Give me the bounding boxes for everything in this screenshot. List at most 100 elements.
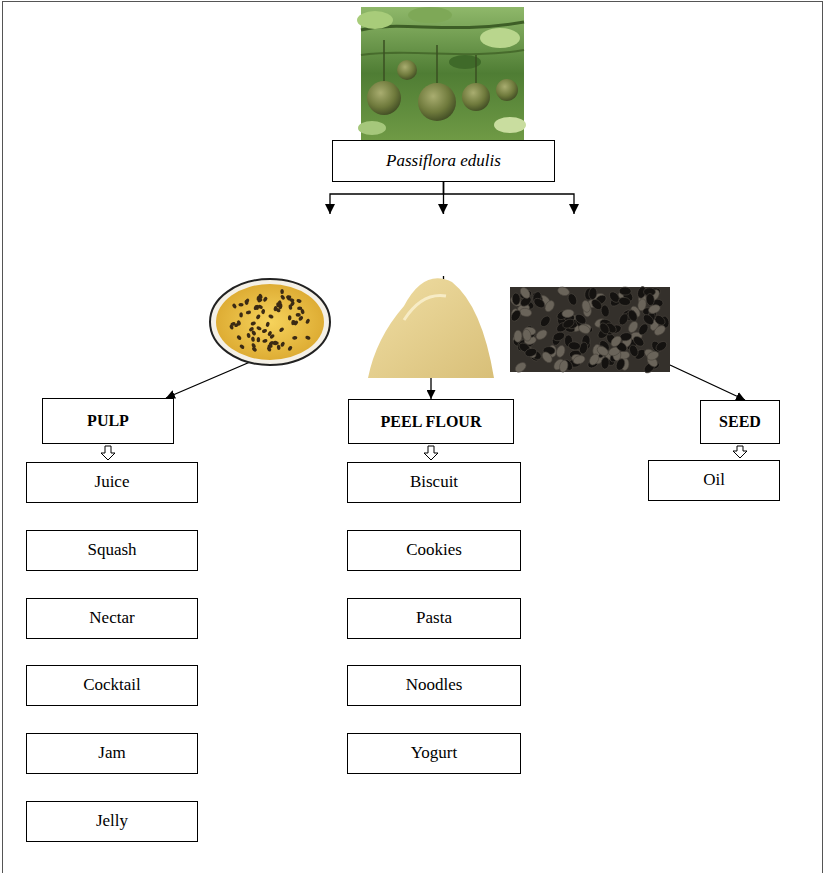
pulp-seed: [256, 295, 261, 301]
pulp-seed: [286, 295, 291, 299]
pulp-seed: [296, 298, 302, 303]
species-box: Passiflora edulis: [332, 140, 555, 182]
box-label: Yogurt: [411, 743, 457, 763]
pulp-seed: [261, 328, 267, 333]
seed-grain: [543, 299, 556, 313]
box-label: Jelly: [96, 811, 128, 831]
hollow-arrow: [424, 446, 438, 460]
pulp-seed: [236, 335, 242, 341]
seed-grain: [538, 314, 552, 328]
box-label: Nectar: [89, 608, 134, 628]
seed-grain: [555, 344, 566, 358]
product-box: Cookies: [347, 530, 521, 571]
pulp-seed: [305, 318, 311, 324]
pulp-seed: [257, 304, 263, 309]
pulp-seed: [262, 296, 268, 302]
pulp-seed: [280, 341, 286, 347]
box-label: Biscuit: [410, 472, 458, 492]
pulp-seed: [257, 337, 261, 342]
box-label: Cookies: [406, 540, 462, 560]
seed-grain: [619, 287, 631, 295]
product-box: Pasta: [347, 598, 521, 639]
box-label: Juice: [95, 472, 130, 492]
pulp-seed: [251, 343, 257, 349]
category-box: PEEL FLOUR: [348, 399, 514, 444]
category-box: SEED: [700, 400, 780, 444]
hollow-arrow: [733, 446, 747, 458]
pulp-seed: [231, 303, 237, 309]
product-box: Noodles: [347, 665, 521, 706]
seed-grain: [631, 334, 645, 348]
pulp-seed: [280, 294, 286, 300]
seeds-picture: [509, 285, 670, 374]
seed-grain: [601, 357, 610, 370]
pulp-picture: [210, 279, 330, 365]
pulp-seed: [238, 303, 243, 307]
product-box: Juice: [26, 462, 198, 503]
seed-grain: [561, 317, 575, 330]
product-box: Jelly: [26, 801, 198, 842]
pulp-seed: [273, 341, 279, 346]
box-label: Oil: [703, 470, 725, 490]
box-label: Cocktail: [83, 675, 141, 695]
flour-picture: [368, 278, 494, 378]
box-label: Noodles: [406, 675, 463, 695]
product-box: Oil: [648, 460, 780, 501]
pulp-seed: [255, 314, 261, 320]
seed-grain: [519, 307, 532, 317]
seed-grain: [512, 293, 521, 306]
pulp-seed: [267, 330, 273, 336]
arrow-head: [569, 204, 579, 214]
seed-grain: [532, 296, 546, 309]
seed-grain: [637, 298, 647, 311]
pulp-seed: [278, 327, 284, 333]
seed-grain: [558, 359, 569, 373]
seed-grain: [646, 293, 655, 306]
pulp-seed: [300, 309, 305, 315]
product-box: Biscuit: [347, 462, 521, 503]
seed-grain: [609, 334, 623, 348]
seed-grain: [540, 350, 554, 364]
pulp-seed: [276, 344, 280, 350]
seed-grain: [577, 323, 591, 335]
seed-grain: [572, 354, 586, 365]
product-box: Cocktail: [26, 665, 198, 706]
pulp-seed: [268, 314, 274, 319]
box-label: Squash: [87, 540, 136, 560]
seed-grain: [568, 341, 581, 350]
figure-frame: [3, 2, 823, 873]
pulp-seed: [253, 304, 258, 310]
seed-grain: [552, 331, 566, 343]
seed-grain: [581, 300, 592, 314]
pulp-seed: [280, 289, 284, 294]
pulp-seed: [288, 315, 292, 320]
seed-grain: [509, 308, 522, 322]
seed-grain: [617, 312, 630, 326]
product-box: Yogurt: [347, 733, 521, 774]
box-label: SEED: [719, 412, 761, 431]
seed-grain: [614, 357, 626, 371]
pulp-seed: [295, 313, 300, 317]
pulp-seed: [292, 336, 298, 340]
seed-grain: [522, 328, 532, 341]
seed-grain: [588, 352, 601, 366]
product-box: Jam: [26, 733, 198, 774]
seed-grain: [513, 361, 527, 375]
pulp-seed: [244, 298, 250, 304]
box-label: PEEL FLOUR: [381, 412, 482, 431]
pulp-seed: [291, 320, 295, 326]
pulp-seed: [230, 322, 236, 327]
pulp-seed: [265, 321, 270, 327]
pulp-seed: [278, 304, 282, 309]
product-box: Squash: [26, 530, 198, 571]
pulp-seed: [251, 330, 257, 336]
seed-grain: [588, 287, 597, 300]
seed-grain: [524, 347, 538, 358]
pulp-seed: [250, 321, 256, 326]
arrow-head: [325, 204, 335, 214]
product-box: Nectar: [26, 598, 198, 639]
pulp-seed: [246, 310, 252, 315]
box-label: Pasta: [416, 608, 452, 628]
pulp-seed: [261, 309, 266, 315]
